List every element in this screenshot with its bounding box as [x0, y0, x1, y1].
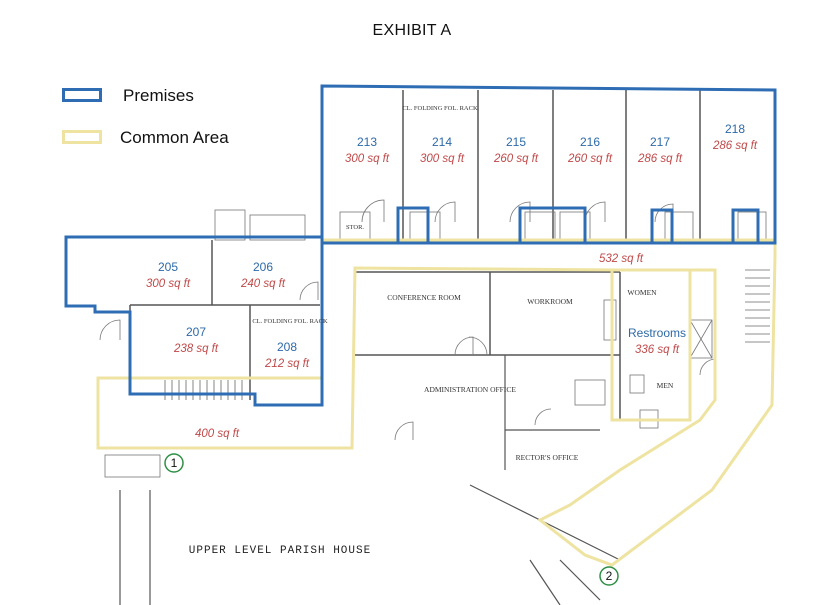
storage-label: STOR. — [346, 224, 364, 231]
entrance-marker-1: 1 — [164, 453, 184, 473]
room-216: 216 260 sq ft — [567, 135, 613, 165]
exhibit-title: EXHIBIT A — [372, 22, 452, 39]
corridor-area: 532 sq ft — [599, 253, 644, 265]
room-207-area: 238 sq ft — [173, 343, 219, 355]
room-215-number: 215 — [506, 135, 526, 149]
conference-room-label: CONFERENCE ROOM — [387, 293, 461, 302]
lobby-area: 400 sq ft — [195, 428, 240, 440]
restrooms-label: Restrooms — [628, 326, 686, 340]
workroom-label: WORKROOM — [527, 297, 573, 306]
closet-label-top: CL. FOLDING FOL. RACK — [402, 105, 478, 112]
administration-office-label: ADMINISTRATION OFFICE — [424, 385, 516, 394]
restrooms-area: 336 sq ft — [635, 344, 680, 356]
room-216-area: 260 sq ft — [567, 153, 613, 165]
room-207: 207 238 sq ft — [173, 325, 219, 355]
room-215-area: 260 sq ft — [493, 153, 539, 165]
room-207-number: 207 — [186, 325, 206, 339]
marker-2-number: 2 — [606, 569, 613, 583]
room-214: 214 300 sq ft — [420, 135, 465, 165]
legend-premises-label: Premises — [123, 86, 194, 105]
room-213-area: 300 sq ft — [345, 153, 390, 165]
room-205-number: 205 — [158, 260, 178, 274]
room-214-number: 214 — [432, 135, 452, 149]
entrance-marker-2: 2 — [599, 566, 619, 586]
room-206-area: 240 sq ft — [240, 278, 286, 290]
room-208: 208 212 sq ft — [264, 340, 310, 370]
womens-restroom-label: WOMEN — [627, 288, 657, 297]
mens-restroom-label: MEN — [657, 381, 674, 390]
room-205-area: 300 sq ft — [146, 278, 191, 290]
room-217: 217 286 sq ft — [637, 135, 683, 165]
room-218-number: 218 — [725, 122, 745, 136]
legend-common-label: Common Area — [120, 128, 229, 147]
closet-label-left: CL. FOLDING FOL. RACK — [252, 318, 328, 325]
room-213-number: 213 — [357, 135, 377, 149]
room-206: 206 240 sq ft — [240, 260, 286, 290]
room-208-area: 212 sq ft — [264, 358, 310, 370]
room-217-area: 286 sq ft — [637, 153, 683, 165]
room-218-area: 286 sq ft — [712, 140, 758, 152]
room-205: 205 300 sq ft — [146, 260, 191, 290]
premises-outline — [64, 84, 777, 407]
room-216-number: 216 — [580, 135, 600, 149]
room-217-number: 217 — [650, 135, 670, 149]
room-206-number: 206 — [253, 260, 273, 274]
plan-caption: UPPER LEVEL PARISH HOUSE — [189, 545, 371, 557]
rectors-office-label: RECTOR'S OFFICE — [516, 453, 579, 462]
legend-common-swatch — [62, 130, 102, 144]
room-215: 215 260 sq ft — [493, 135, 539, 165]
room-208-number: 208 — [277, 340, 297, 354]
room-218: 218 286 sq ft — [712, 122, 758, 152]
room-213: 213 300 sq ft — [345, 135, 390, 165]
room-214-area: 300 sq ft — [420, 153, 465, 165]
legend-premises-swatch — [62, 88, 102, 102]
common-area-outline — [96, 238, 777, 567]
marker-1-number: 1 — [171, 456, 178, 470]
